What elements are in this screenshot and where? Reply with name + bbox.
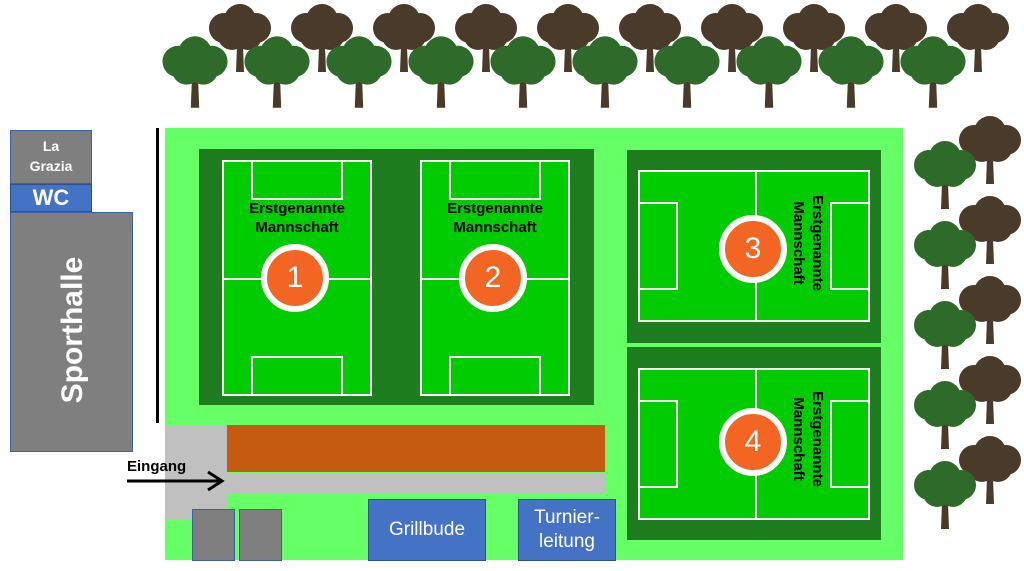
- shed-2: [239, 509, 282, 561]
- shed-1: [192, 509, 235, 561]
- tree-icon: [408, 36, 473, 107]
- penalty-area-top: [449, 160, 541, 200]
- pitch-3-number-badge: 3: [719, 215, 787, 283]
- tree-icon: [490, 36, 555, 107]
- tree-icon: [736, 36, 801, 107]
- tree-icon: [900, 36, 965, 107]
- tree-icon: [914, 221, 976, 289]
- penalty-area-top: [251, 160, 343, 200]
- penalty-area-left: [638, 400, 678, 488]
- pitch-4-team-label: Erstgenannte Mannschaft: [789, 379, 827, 499]
- la-grazia-building: La Grazia: [10, 130, 92, 184]
- fence-line: [156, 128, 159, 423]
- tree-icon: [572, 36, 637, 107]
- pitch-2-team-label: Erstgenannte Mannschaft: [420, 199, 570, 237]
- pitch-1-number-badge: 1: [261, 244, 329, 312]
- sporthalle-building: Sporthalle: [10, 212, 133, 452]
- tree-icon: [162, 36, 227, 107]
- running-track: [227, 425, 605, 472]
- sporthalle-label: Sporthalle: [56, 210, 90, 450]
- penalty-area-bottom: [251, 356, 343, 396]
- grillbude-booth: Grillbude: [368, 499, 486, 561]
- turnierleitung-booth: Turnier- leitung: [518, 499, 616, 561]
- tree-icon: [326, 36, 391, 107]
- tree-icon: [914, 301, 976, 369]
- tree-icon: [244, 36, 309, 107]
- penalty-area-bottom: [449, 356, 541, 396]
- tree-icon: [654, 36, 719, 107]
- entrance-label: Eingang: [127, 458, 186, 475]
- penalty-area-left: [638, 202, 678, 290]
- wc-building: WC: [10, 184, 92, 212]
- penalty-area-right: [830, 400, 870, 488]
- penalty-area-right: [830, 202, 870, 290]
- pitch-4-number-badge: 4: [719, 408, 787, 476]
- tree-icon: [818, 36, 883, 107]
- tree-icon: [914, 461, 976, 529]
- pitch-3-team-label: Erstgenannte Mannschaft: [789, 183, 827, 303]
- walkway: [227, 473, 605, 493]
- tree-icon: [914, 381, 976, 449]
- pitch-2-number-badge: 2: [459, 244, 527, 312]
- pitch-1-team-label: Erstgenannte Mannschaft: [222, 199, 372, 237]
- tree-icon: [914, 141, 976, 209]
